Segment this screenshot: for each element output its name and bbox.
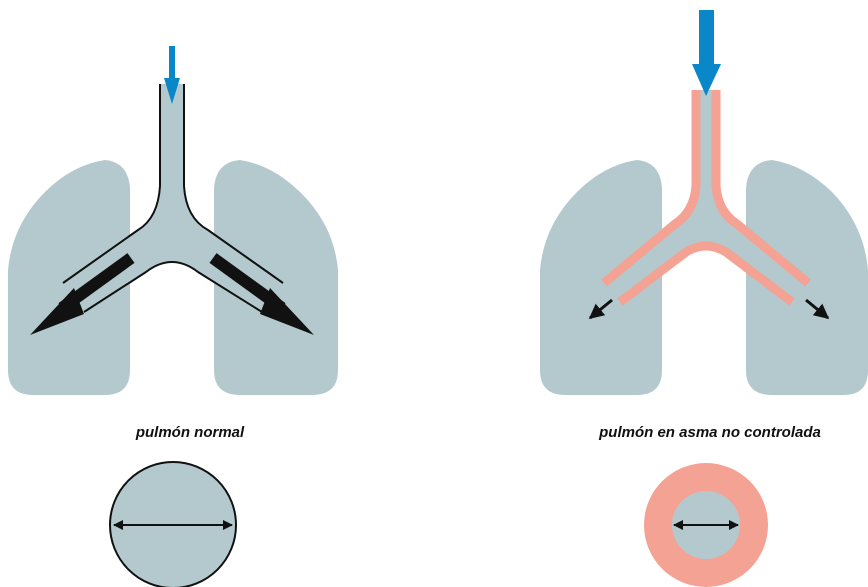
normal-lung-caption: pulmón normal [70,424,310,441]
asthma-lung-caption: pulmón en asma no controlada [560,424,860,441]
normal-airway-cross-section [110,462,236,587]
asthma-airflow-arrow [692,10,721,96]
asthma-airway-cross-section [644,463,768,587]
asthma-lung-group [540,10,868,587]
normal-lung-group [8,46,338,587]
